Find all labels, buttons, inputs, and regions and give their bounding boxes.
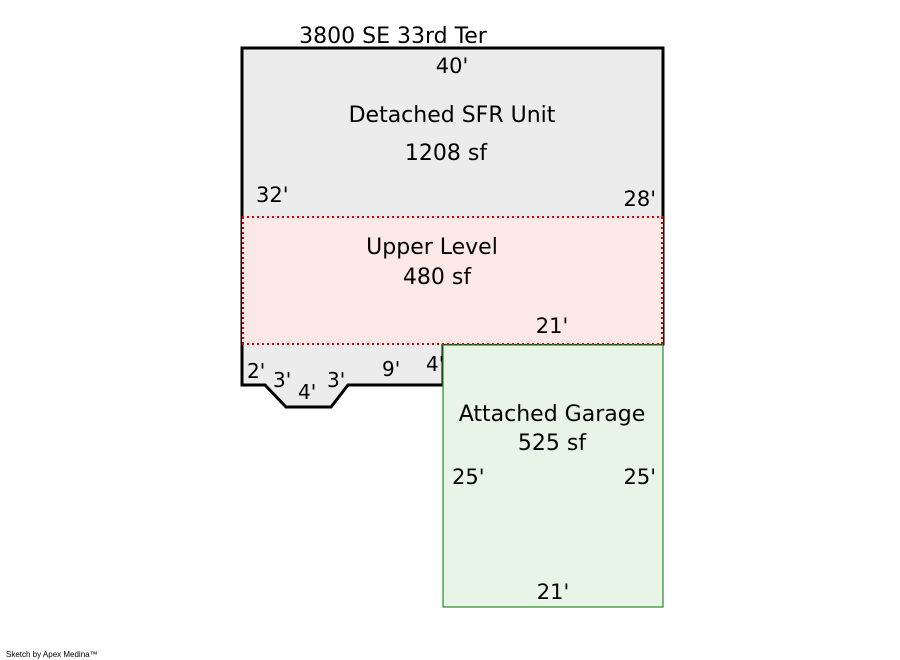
dim-main-right: 28' bbox=[624, 187, 657, 211]
dim-main-top: 40' bbox=[436, 54, 469, 78]
attached-garage-area bbox=[442, 344, 664, 608]
dim-garage-right: 25' bbox=[624, 465, 657, 489]
dim-main-left: 32' bbox=[256, 183, 289, 207]
dim-bay-1: 2' bbox=[247, 359, 265, 383]
upper-level-area bbox=[242, 217, 663, 344]
detached-sfr-name: Detached SFR Unit bbox=[349, 103, 556, 128]
address-label: 3800 SE 33rd Ter bbox=[299, 24, 488, 49]
dim-garage-bottom: 21' bbox=[537, 580, 570, 604]
dim-bay-4: 3' bbox=[327, 368, 345, 392]
dim-bay-3: 4' bbox=[298, 380, 316, 404]
detached-sfr-area: 1208 sf bbox=[405, 141, 488, 166]
dim-bay-2: 3' bbox=[273, 368, 291, 392]
upper-level-dotted-border bbox=[242, 216, 663, 345]
dim-bay-6: 4' bbox=[426, 352, 444, 376]
garage-name: Attached Garage bbox=[459, 402, 645, 427]
upper-level-name: Upper Level bbox=[366, 235, 498, 260]
dim-garage-left: 25' bbox=[452, 465, 485, 489]
sketch-credit: Sketch by Apex Medina™ bbox=[6, 650, 98, 659]
dim-bay-5: 9' bbox=[382, 357, 400, 381]
upper-level-area-text: 480 sf bbox=[403, 265, 472, 290]
dim-upper-bottom: 21' bbox=[536, 314, 569, 338]
garage-area: 525 sf bbox=[518, 431, 587, 456]
